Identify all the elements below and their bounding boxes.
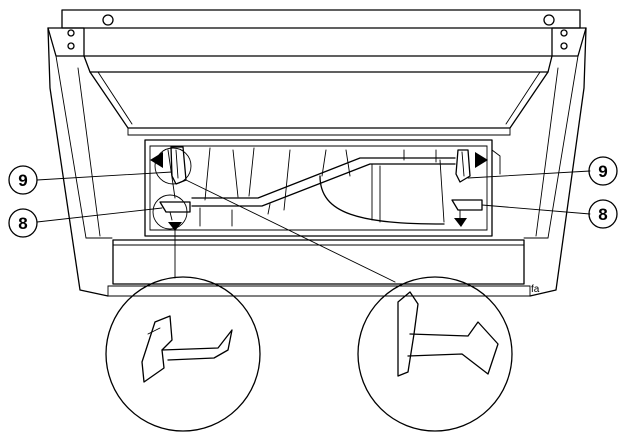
right-clip	[455, 149, 471, 183]
left-clip	[170, 146, 187, 185]
left-down-arrow-icon	[168, 222, 182, 231]
right-latch	[451, 199, 483, 219]
right-arrow-icon	[475, 152, 488, 168]
callout-8-left: 8	[8, 208, 38, 238]
tray-body	[47, 27, 587, 297]
callout-8-right: 8	[588, 199, 618, 229]
right-down-arrow-icon	[454, 218, 467, 227]
left-latch	[159, 201, 191, 221]
right-detail-circle	[357, 276, 513, 432]
callout-9-right: 9	[588, 156, 618, 186]
left-arrow-icon	[150, 152, 163, 168]
left-detail-circle	[105, 276, 261, 432]
left-bracket	[47, 27, 85, 57]
callout-8-right-label: 8	[598, 205, 607, 224]
inner-cover	[83, 55, 553, 136]
callout-9-left: 9	[8, 165, 38, 195]
corner-mark: fa	[531, 284, 540, 295]
callout-9-right-label: 9	[598, 162, 607, 181]
callout-8-left-label: 8	[18, 214, 27, 233]
top-rail	[61, 9, 581, 29]
magnifier-leaders	[152, 147, 396, 283]
right-bracket	[551, 27, 587, 57]
callout-9-left-label: 9	[18, 171, 27, 190]
callout-leaders	[36, 170, 591, 223]
front-panel	[107, 239, 531, 297]
inner-compartment	[144, 139, 501, 237]
